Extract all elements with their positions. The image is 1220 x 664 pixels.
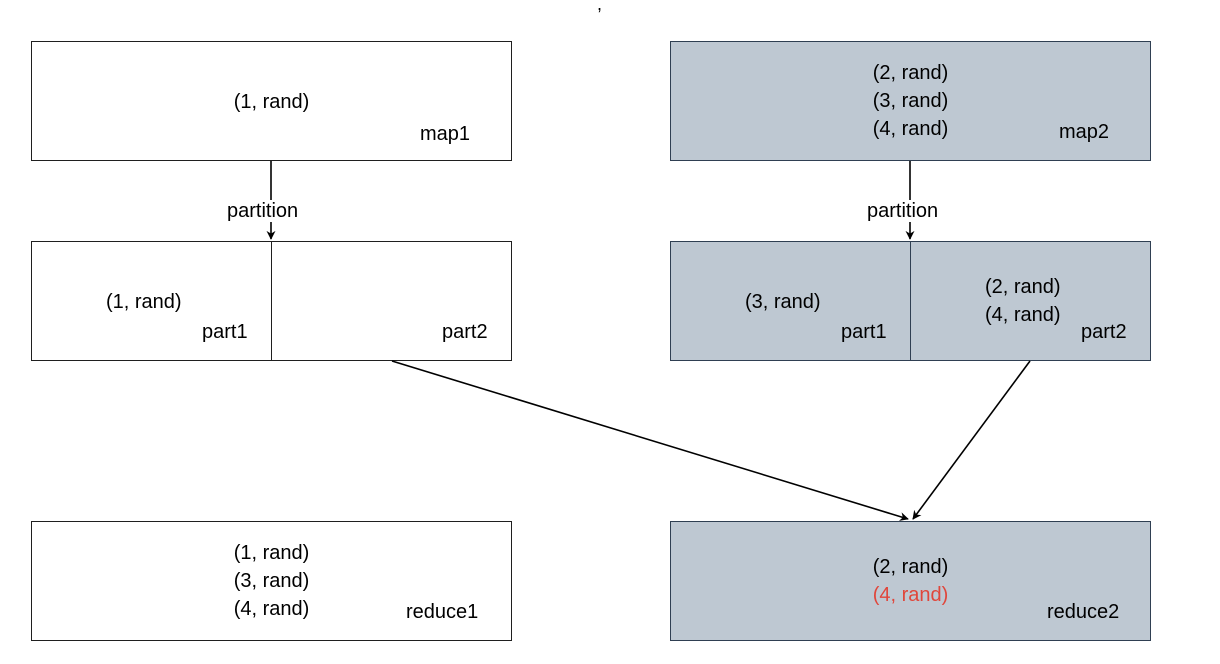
right-part1-record: (3, rand) xyxy=(745,291,821,313)
left-partition-box: (1, rand) part1 part2 xyxy=(31,241,512,361)
edge-right-part2-to-reduce2 xyxy=(912,360,1031,520)
reduce1-record: (1, rand) xyxy=(233,542,310,564)
map2-record: (4, rand) xyxy=(872,118,949,140)
edge-label-partition-left: partition xyxy=(226,200,300,222)
top-mark: , xyxy=(597,0,603,14)
map2-record: (2, rand) xyxy=(872,62,949,84)
map2-label: map2 xyxy=(1059,121,1110,143)
map1-record: (1, rand) xyxy=(233,91,310,113)
reduce2-label: reduce2 xyxy=(1047,601,1120,623)
right-part1-label: part1 xyxy=(841,321,887,343)
left-partition-divider xyxy=(271,242,272,360)
reduce1-label: reduce1 xyxy=(406,601,479,623)
map1-box: (1, rand) map1 xyxy=(31,41,512,161)
map2-record: (3, rand) xyxy=(872,90,949,112)
reduce2-record: (2, rand) xyxy=(872,556,949,578)
right-part2-label: part2 xyxy=(1081,321,1127,343)
right-partition-box: (3, rand) part1 (2, rand) (4, rand) part… xyxy=(670,241,1151,361)
edge-label-partition-right: partition xyxy=(866,200,940,222)
left-part1-record: (1, rand) xyxy=(106,291,182,313)
edge-left-part2-to-reduce2 xyxy=(391,360,909,521)
right-partition-divider xyxy=(910,242,911,360)
right-part2-record: (2, rand) xyxy=(985,276,1061,298)
map1-label: map1 xyxy=(420,123,471,145)
reduce1-record: (4, rand) xyxy=(233,598,310,620)
reduce2-record-highlighted: (4, rand) xyxy=(872,584,949,606)
reduce1-box: (1, rand) (3, rand) (4, rand) reduce1 xyxy=(31,521,512,641)
map2-box: (2, rand) (3, rand) (4, rand) map2 xyxy=(670,41,1151,161)
reduce2-box: (2, rand) (4, rand) reduce2 xyxy=(670,521,1151,641)
right-part2-record: (4, rand) xyxy=(985,304,1061,326)
left-part1-label: part1 xyxy=(202,321,248,343)
reduce1-record: (3, rand) xyxy=(233,570,310,592)
left-part2-label: part2 xyxy=(442,321,488,343)
